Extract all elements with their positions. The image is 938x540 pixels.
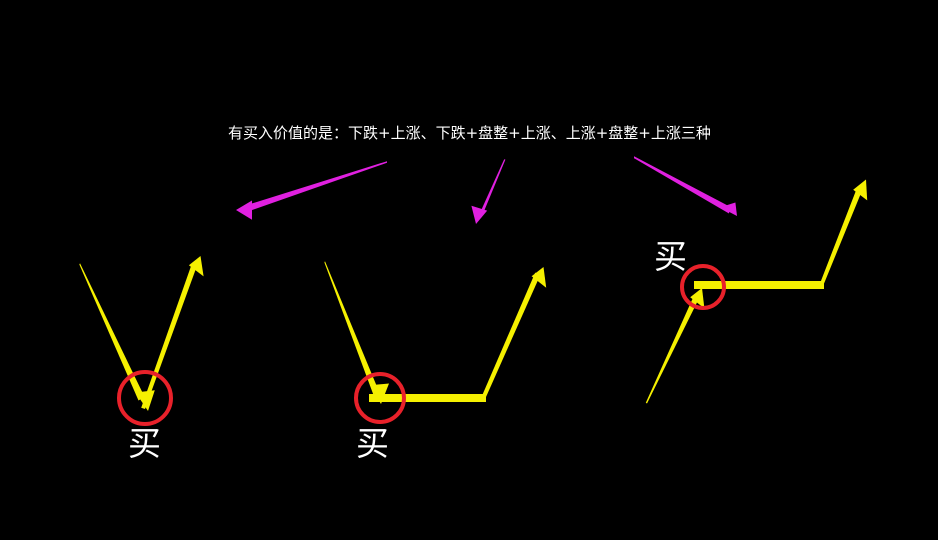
pattern-3-up-flat-up: 买 xyxy=(645,179,868,404)
buy-label-3: 买 xyxy=(654,237,687,276)
pattern-3-rise-line-1 xyxy=(645,294,700,404)
buy-highlight-circle-1 xyxy=(117,370,173,426)
buy-highlight-circle-2 xyxy=(354,372,406,424)
caption-text: 有买入价值的是：下跌+上涨、下跌+盘整+上涨、上涨+盘整+上涨三种 xyxy=(228,124,711,142)
pattern-2-rise-arrowhead xyxy=(531,267,547,288)
pattern-1-rise-arrowhead xyxy=(188,256,204,277)
pattern-2-rise-line xyxy=(480,272,541,402)
pattern-2-decline-arrowhead xyxy=(369,383,389,404)
buy-highlight-circle-3 xyxy=(680,264,726,310)
pattern-2-decline-line xyxy=(324,261,379,395)
pointer-arrow-2 xyxy=(471,159,506,224)
pointer-arrow-3 xyxy=(634,156,737,216)
buy-label-1: 买 xyxy=(128,424,161,463)
pattern-3-consolidation-line xyxy=(694,281,824,289)
buy-label-2: 买 xyxy=(356,424,389,463)
pattern-1-decline-line xyxy=(79,263,145,401)
pattern-2-consolidation-line xyxy=(369,394,486,402)
pattern-3-rise-arrowhead-1 xyxy=(690,288,705,309)
pattern-2-down-flat-up: 买 xyxy=(324,261,547,463)
pattern-3-rise-arrowhead-2 xyxy=(853,179,868,201)
pattern-1-down-up: 买 xyxy=(79,256,204,463)
pointer-arrow-1 xyxy=(236,161,387,220)
pattern-3-rise-line-2 xyxy=(818,186,863,289)
